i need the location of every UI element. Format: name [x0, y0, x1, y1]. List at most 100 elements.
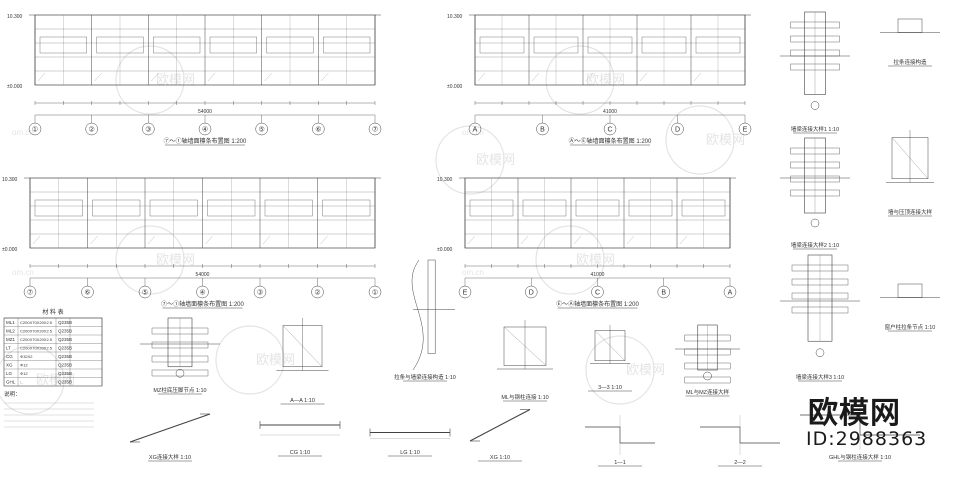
material-grade: Q235B: [58, 337, 72, 342]
detail-title: A—A 1:10: [290, 398, 315, 404]
material-spec: Φ32X2: [20, 354, 33, 359]
watermark-text: 欧模网: [156, 72, 195, 87]
detail-title: CG 1:10: [290, 450, 310, 456]
axis-label: ⑤: [259, 126, 265, 134]
watermark-url: om.cn: [462, 128, 484, 137]
material-code: ML1: [6, 320, 15, 325]
detail-mz: MZ柱底压脚节点 1:10: [140, 317, 220, 395]
material-spec: Φ12: [20, 371, 28, 376]
detail-title: 拉条连接构造: [893, 58, 927, 66]
axis-label: C: [607, 127, 612, 134]
detail-ml: ML与钢柱连接 1:10: [497, 320, 553, 402]
notes-title: 说明：: [4, 390, 21, 398]
detail-title: ML与钢柱连接 1:10: [501, 393, 548, 401]
axis-label: ⑥: [84, 289, 90, 297]
axis-label: ④: [202, 126, 208, 134]
level-bottom: ±0.000: [447, 84, 462, 90]
material-spec: C200X70X20X2.5: [20, 346, 53, 351]
level-bottom: ±0.000: [437, 247, 452, 253]
material-spec: C200X70X20X2.5: [20, 337, 53, 342]
detail-d6: 窗户柱拉条节点 1:10: [880, 283, 940, 332]
detail-ts: 拉条与墙梁连接构造 1:10: [394, 259, 456, 382]
detail-title: LG 1:10: [400, 450, 420, 456]
material-row: LG Φ12 Q235B: [6, 371, 72, 376]
axis-label: D: [675, 127, 680, 134]
detail-s22: 2—2: [700, 415, 780, 467]
total-dimension: 54000: [196, 272, 210, 278]
detail-d2: 墙梁连接大样2 1:10: [780, 137, 850, 250]
watermark-text: 欧模网: [156, 252, 195, 267]
watermark-url: om.cn: [462, 268, 484, 277]
axis-label: ①: [32, 126, 38, 134]
elevation-caption: Ⓐ～Ⓔ轴墙面檩条布置图 1:200: [569, 137, 652, 145]
level-top: 10.300: [2, 177, 18, 183]
level-bottom: ±0.000: [2, 247, 17, 253]
axis-label: ②: [314, 289, 320, 297]
detail-d5: 拉条连接构造: [880, 18, 940, 67]
watermark-text: 欧模网: [586, 72, 625, 87]
watermark-text: 欧模网: [256, 352, 295, 367]
detail-xg2: XG 1:10: [469, 409, 531, 462]
material-code: ML2: [6, 329, 15, 334]
axis-label: ⑦: [372, 126, 378, 134]
axis-label: ③: [257, 289, 263, 297]
watermark-brand: 欧模网: [808, 396, 901, 431]
detail-title: XG连接大样 1:10: [149, 453, 191, 461]
axis-label: ⑥: [315, 126, 321, 134]
axis-label: A: [728, 290, 733, 297]
detail-lg: LG 1:10: [369, 428, 451, 457]
detail-title: MZ柱底压脚节点 1:10: [153, 386, 206, 394]
material-grade: Q235B: [58, 320, 72, 325]
detail-title: 墙梁连接大样1 1:10: [791, 125, 839, 133]
detail-title: 墙与压顶连接大样: [888, 208, 933, 216]
axis-label: E: [463, 290, 468, 297]
level-top: 10.300: [437, 177, 453, 183]
detail-title: 2—2: [734, 460, 746, 466]
axis-label: ⑦: [27, 289, 33, 297]
axis-label: D: [529, 290, 534, 297]
detail-title: ML与MZ连接大样: [686, 388, 730, 396]
material-table-title: 材 料 表: [42, 308, 63, 316]
material-row: LT C200X70X20X2.5 Q235B: [6, 346, 72, 351]
material-grade: Q235B: [58, 346, 72, 351]
watermark-text: 欧模网: [576, 252, 615, 267]
watermark-url: om.cn: [12, 268, 34, 277]
material-spec: C200X70X20X2.5: [20, 320, 53, 325]
detail-cg: CG 1:10: [259, 421, 341, 457]
material-grade: Q235B: [58, 371, 72, 376]
watermark-text: 欧模网: [36, 372, 75, 387]
material-code: LG: [6, 371, 13, 376]
detail-aa: A—A 1:10: [276, 318, 329, 405]
detail-ghl: GHL与钢柱连接大样 1:10: [800, 400, 920, 462]
elevation-caption: ⑦～①轴墙面檩条布置图 1:200: [164, 137, 247, 145]
axis-label: A: [473, 127, 478, 134]
detail-title: 墙梁连接大样2 1:10: [791, 241, 839, 249]
watermark-text: 欧模网: [476, 152, 515, 167]
detail-title: 1—1: [614, 460, 626, 466]
elevation-caption: Ⓔ～Ⓐ轴墙面檩条布置图 1:200: [556, 300, 639, 308]
watermark-text: 欧模网: [706, 132, 745, 147]
level-top: 10.300: [447, 14, 463, 20]
total-dimension: 41000: [591, 272, 605, 278]
total-dimension: 41000: [603, 109, 617, 115]
axis-label: B: [661, 290, 666, 297]
material-row: GHL∟Q235B: [6, 380, 72, 385]
detail-title: 拉条与墙梁连接构造 1:10: [394, 373, 456, 381]
material-row: ML1 C200X70X20X2.5 Q235B: [6, 320, 72, 325]
detail-title: XG 1:10: [490, 455, 510, 461]
material-spec: ∟: [20, 380, 24, 385]
material-code: CG: [6, 354, 13, 359]
detail-title: 3—3 1:10: [598, 385, 622, 391]
watermark-text: 欧模网: [626, 362, 665, 377]
material-code: LT: [6, 346, 11, 351]
axis-label: ②: [89, 126, 95, 134]
level-top: 10.300: [7, 14, 23, 20]
detail-title: 墙梁连接大样3 1:10: [796, 373, 844, 381]
material-code: GHL: [6, 380, 16, 385]
total-dimension: 54000: [198, 109, 212, 115]
